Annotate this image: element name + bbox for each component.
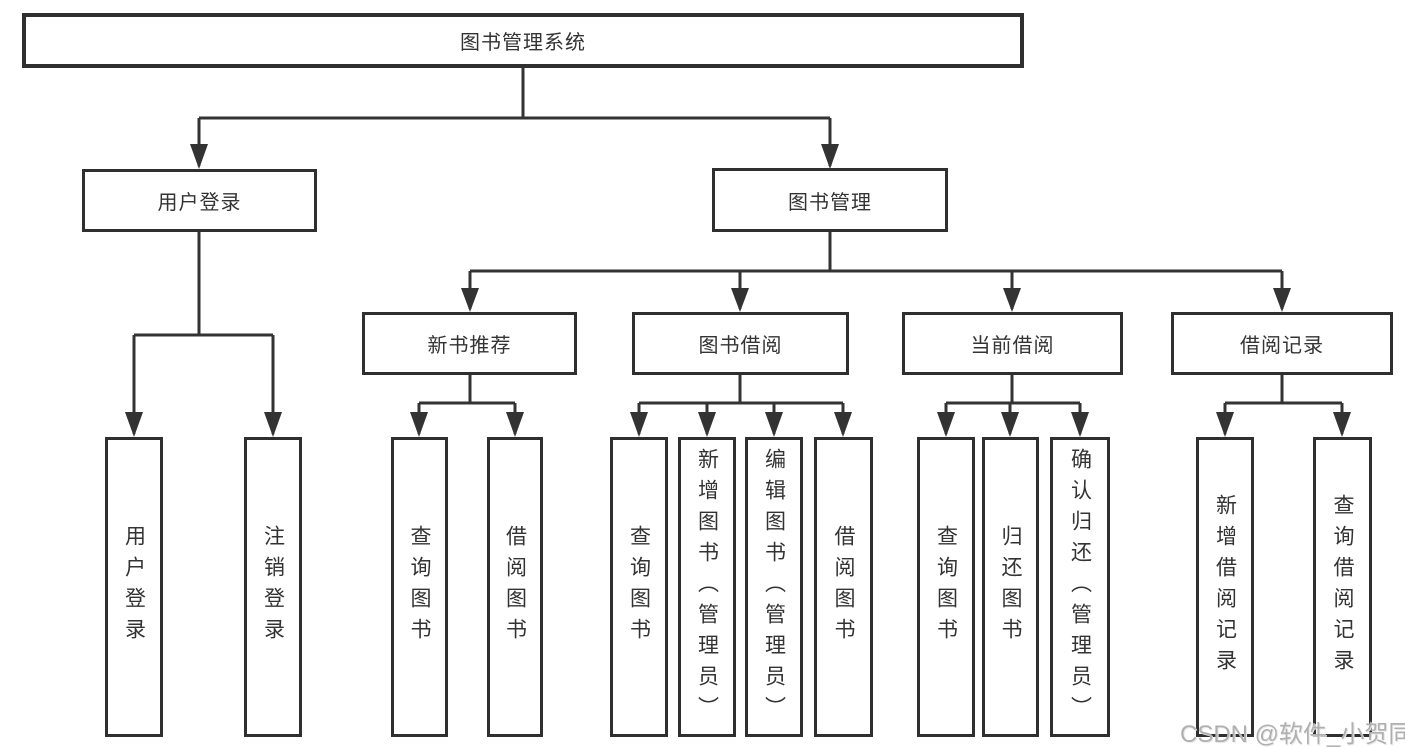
node-library-management-system: 图书管理系统 [22, 13, 1024, 68]
leaf-logout: 注销登录 [244, 437, 302, 737]
leaf-query-books-borrow: 查询图书 [610, 437, 668, 737]
arrowhead-icons [125, 144, 1351, 437]
node-new-book-recommendation: 新书推荐 [362, 312, 577, 375]
leaf-user-login: 用户登录 [105, 437, 163, 737]
node-user-login: 用户登录 [82, 169, 317, 232]
leaf-add-borrow-record: 新增借阅记录 [1196, 437, 1254, 737]
leaf-return-books: 归还图书 [982, 437, 1039, 737]
watermark: CSDN @软件_小贺同学 [1180, 721, 1405, 747]
leaf-add-books-admin: 新增图书（管理员） [678, 437, 736, 737]
leaf-borrow-books-recommend: 借阅图书 [487, 437, 543, 737]
node-current-borrowing: 当前借阅 [902, 312, 1123, 375]
node-borrowing-records: 借阅记录 [1171, 312, 1393, 375]
leaf-query-borrow-record: 查询借阅记录 [1313, 437, 1372, 737]
node-book-management: 图书管理 [712, 168, 948, 232]
connector-lines [132, 68, 1344, 434]
leaf-edit-books-admin: 编辑图书（管理员） [745, 437, 803, 737]
node-book-borrowing: 图书借阅 [632, 312, 849, 375]
leaf-borrow-books: 借阅图书 [814, 437, 873, 737]
leaf-query-books-current: 查询图书 [917, 437, 975, 737]
leaf-query-books-recommend: 查询图书 [391, 437, 448, 737]
leaf-confirm-return-admin: 确认归还（管理员） [1050, 437, 1110, 737]
